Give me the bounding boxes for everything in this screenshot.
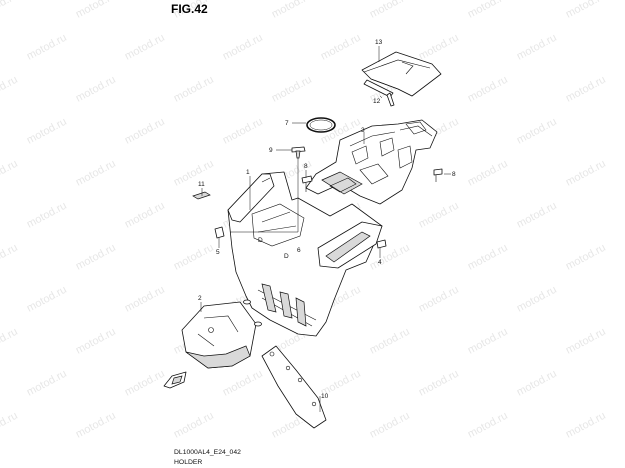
leader-lines <box>200 46 451 412</box>
watermark-text-18: motod.ru <box>466 74 510 105</box>
watermark-text-14: motod.ru <box>74 74 118 105</box>
watermark-text-9: motod.ru <box>221 32 265 63</box>
watermark-text-34: motod.ru <box>123 200 167 231</box>
watermark-text-3: motod.ru <box>270 0 314 21</box>
watermark-text-16: motod.ru <box>270 74 314 105</box>
watermark-text-20: motod.ru <box>25 116 69 147</box>
part-13-plate <box>192 191 211 200</box>
bolt-near-part-2-b <box>254 321 262 327</box>
callout-12: 10 <box>321 393 329 400</box>
watermark-text-31: motod.ru <box>466 158 510 189</box>
forward-arrow-icon <box>163 371 187 389</box>
part-10-hex-key <box>363 79 395 107</box>
watermark-text-53: motod.ru <box>74 326 118 357</box>
watermark-text-39: motod.ru <box>0 242 20 273</box>
watermark-text-56: motod.ru <box>368 326 412 357</box>
diagram-name: HOLDER <box>174 459 202 466</box>
watermark-text-4: motod.ru <box>368 0 412 21</box>
watermark-text-63: motod.ru <box>417 368 461 399</box>
callout-labels: 13 12 7 3 9 8 8 1 11 5 6 4 2 10 D D <box>198 39 456 400</box>
part-8-screw-right <box>433 168 443 182</box>
watermark-text-21: motod.ru <box>123 116 167 147</box>
watermark-text-8: motod.ru <box>123 32 167 63</box>
watermark-text-52: motod.ru <box>0 326 20 357</box>
watermark-text-57: motod.ru <box>466 326 510 357</box>
watermark-text-6: motod.ru <box>564 0 608 21</box>
part-9-clip <box>291 146 306 159</box>
part-7-ring <box>306 117 336 133</box>
watermark-text-65: motod.ru <box>0 410 20 441</box>
watermark-text-26: motod.ru <box>0 158 20 189</box>
callout-7: 7 <box>285 120 289 127</box>
callout-13: 11 <box>198 181 205 188</box>
callout-2: 2 <box>198 295 202 302</box>
watermark-text-7: motod.ru <box>25 32 69 63</box>
watermark-text-12: motod.ru <box>515 32 559 63</box>
diagram-code: DL1000AL4_E24_042 <box>174 449 241 456</box>
watermark-text-38: motod.ru <box>515 200 559 231</box>
bolt-near-part-2-a <box>243 299 251 305</box>
watermark-text-67: motod.ru <box>172 410 216 441</box>
watermark-text-50: motod.ru <box>417 284 461 315</box>
part-2-lower-cover <box>181 301 257 369</box>
part-5-clip-nut <box>214 226 225 239</box>
watermark-text-61: motod.ru <box>221 368 265 399</box>
watermark-text-28: motod.ru <box>172 158 216 189</box>
watermark-text-19: motod.ru <box>564 74 608 105</box>
watermark-text-60: motod.ru <box>123 368 167 399</box>
callout-8-right: 8 <box>452 171 456 178</box>
callout-11: 13 <box>375 39 383 46</box>
watermark-text-46: motod.ru <box>25 284 69 315</box>
watermark-text-15: motod.ru <box>172 74 216 105</box>
watermark-text-44: motod.ru <box>466 242 510 273</box>
watermark-text-59: motod.ru <box>25 368 69 399</box>
part-4-clip-nut <box>376 239 387 249</box>
part-12-flap <box>261 345 327 429</box>
watermark-text-51: motod.ru <box>515 284 559 315</box>
callout-3: 3 <box>361 127 365 134</box>
watermark-text-32: motod.ru <box>564 158 608 189</box>
watermark-text-69: motod.ru <box>368 410 412 441</box>
watermark-text-1: motod.ru <box>74 0 118 21</box>
direction-letter-d-right: D <box>284 253 289 260</box>
callout-5: 5 <box>216 249 220 256</box>
watermark-text-33: motod.ru <box>25 200 69 231</box>
watermark-text-58: motod.ru <box>564 326 608 357</box>
watermark-text-40: motod.ru <box>74 242 118 273</box>
watermark-text-64: motod.ru <box>515 368 559 399</box>
part-1-rear-fender <box>227 171 383 337</box>
callout-10: 12 <box>373 98 381 105</box>
callout-1: 1 <box>246 169 250 176</box>
watermark-text-13: motod.ru <box>0 74 20 105</box>
watermark-text-10: motod.ru <box>319 32 363 63</box>
watermark-text-25: motod.ru <box>515 116 559 147</box>
watermark-text-37: motod.ru <box>417 200 461 231</box>
callout-8-middle: 8 <box>304 163 308 170</box>
watermark-text-11: motod.ru <box>417 32 461 63</box>
part-11-pouch <box>361 51 442 97</box>
watermark-text-0: motod.ru <box>0 0 20 21</box>
callout-6: 6 <box>297 247 301 254</box>
watermark-text-47: motod.ru <box>123 284 167 315</box>
direction-letter-d-left: D <box>258 237 263 244</box>
watermark-text-41: motod.ru <box>172 242 216 273</box>
watermark-text-71: motod.ru <box>564 410 608 441</box>
figure-title: FIG.42 <box>171 2 208 16</box>
part-3-bracket <box>305 119 438 205</box>
watermark-text-45: motod.ru <box>564 242 608 273</box>
part-8-screw-middle <box>301 175 313 192</box>
watermark-text-27: motod.ru <box>74 158 118 189</box>
watermark-text-70: motod.ru <box>466 410 510 441</box>
watermark-text-66: motod.ru <box>74 410 118 441</box>
watermark-text-43: motod.ru <box>368 242 412 273</box>
watermark-text-22: motod.ru <box>221 116 265 147</box>
callout-9: 9 <box>269 147 273 154</box>
callout-4: 4 <box>378 259 382 266</box>
watermark-text-5: motod.ru <box>466 0 510 21</box>
